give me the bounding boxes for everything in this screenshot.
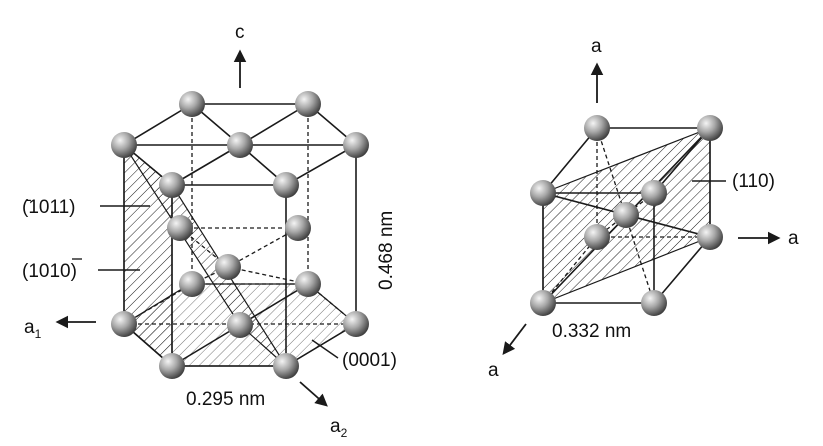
atom [295,271,321,297]
atom [167,215,193,241]
bcc-front-axis-label: a [488,360,499,381]
atom [641,290,667,316]
bcc-plane-label: (110) [732,171,775,192]
c-axis-label: c [235,22,245,43]
atom [159,172,185,198]
hcp-mid-layer-line [227,227,299,268]
body-center-atom [613,202,639,228]
atom [215,254,241,280]
bcc-edge [653,236,711,304]
atom [111,311,137,337]
hcp-bottom-edge [285,323,357,367]
hcp-top-spoke [171,144,241,186]
hcp-hidden-edge [123,283,193,325]
atom [179,91,205,117]
atom [697,115,723,141]
a2-axis-arrow [299,381,328,407]
atom [584,115,610,141]
atom [343,311,369,337]
hcp-lattice-a-label: 0.295 nm [186,389,265,410]
bcc-right-axis-label: a [788,228,799,249]
atom [273,353,299,379]
bcc-hidden-edge [542,236,598,304]
atom [273,172,299,198]
hcp-top-spoke [239,103,309,146]
atom [179,271,205,297]
a2-axis-label: a2 [330,416,348,440]
basal-leader [311,339,339,359]
hcp-height-label: 0.468 nm [376,211,397,290]
basal-plane-label: (0001) [342,350,397,371]
atom [227,312,253,338]
atom [641,180,667,206]
atom [343,132,369,158]
bcc-top-axis-label: a [591,36,602,57]
atom [111,132,137,158]
atom [295,91,321,117]
bcc-lattice-a-label: 0.332 nm [552,321,631,342]
atom [584,224,610,250]
bcc-edge [542,127,598,194]
hcp-bottom-spoke [239,283,309,326]
prismatic-plane-label: (1010) [22,261,77,282]
hcp-cell: c a1 a2 (̄1011) (1010) (0001) 0.295 nm 0… [22,22,397,440]
hcp-bottom-spoke [171,324,241,367]
atom [159,353,185,379]
atom [285,215,311,241]
a1-axis-label: a1 [24,317,42,341]
bcc-front-axis-arrow [502,323,527,356]
atom [227,132,253,158]
atom [530,290,556,316]
bcc-cell: a a a (110) 0.332 nm [488,36,799,381]
atom [530,180,556,206]
atom [697,224,723,250]
pyramidal-plane-label: (̄1011) [22,197,76,218]
